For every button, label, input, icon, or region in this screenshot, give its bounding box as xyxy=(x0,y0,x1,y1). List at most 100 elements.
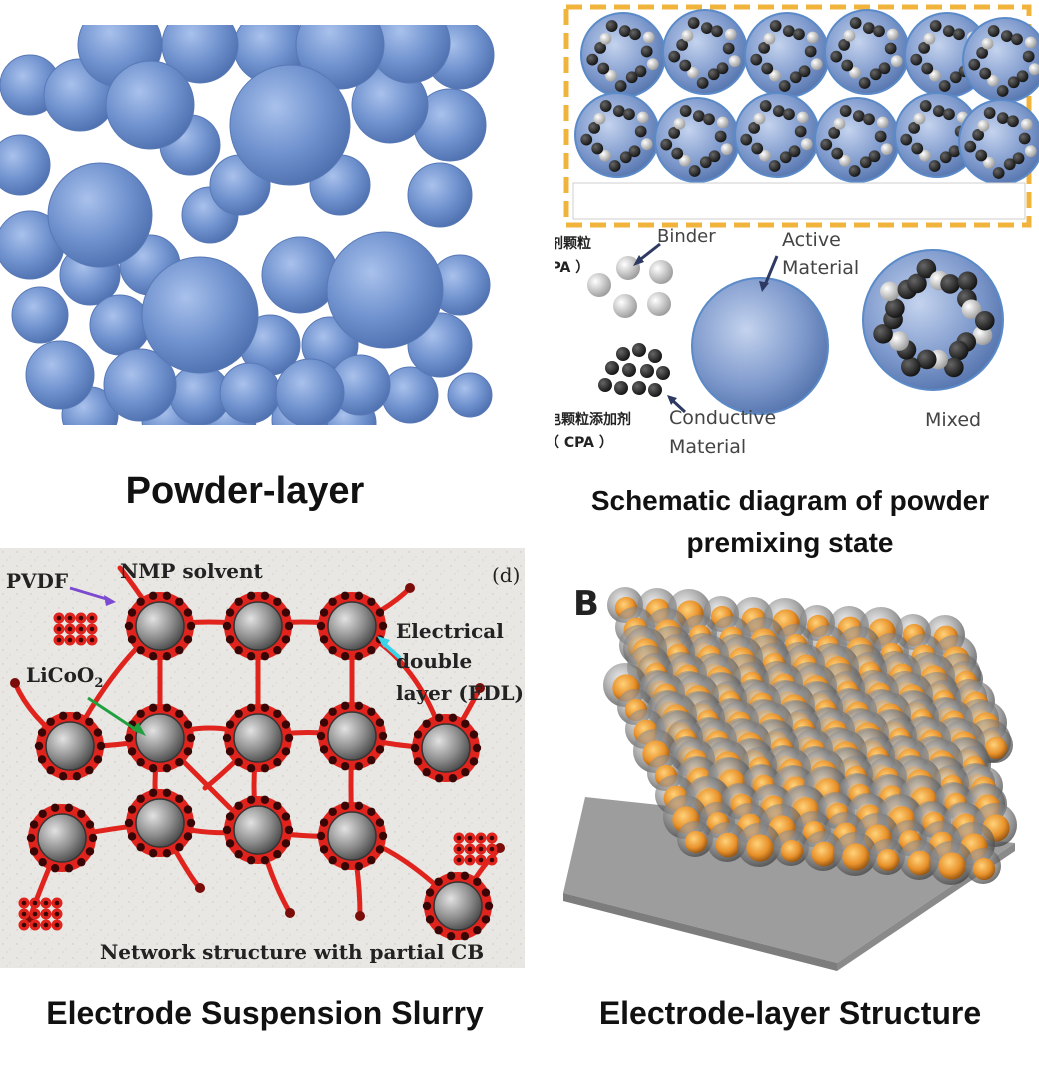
schematic-diagram: 粘结剂颗粒 Binder （ BPA ） Active Material 导电颗… xyxy=(521,4,1039,458)
licoo2-arrow xyxy=(87,696,139,733)
conductive-dot xyxy=(696,77,709,89)
conductive-dot xyxy=(919,100,932,112)
cb-dot xyxy=(448,713,458,722)
binder-dot xyxy=(919,149,931,162)
network-label: Network structure with partial CB xyxy=(100,940,484,964)
particle-core xyxy=(972,857,996,881)
cb-dot xyxy=(183,747,193,756)
schematic-caption-line2: premixing state xyxy=(686,527,894,558)
conductive-dot xyxy=(1016,70,1029,83)
binder-dot xyxy=(640,138,653,151)
conductive-dot xyxy=(953,28,965,41)
binder-dot xyxy=(1024,145,1037,158)
conductive-dot xyxy=(885,298,905,319)
conductive-dot xyxy=(1007,115,1019,128)
binder-dot xyxy=(977,119,990,132)
cb-dot xyxy=(225,839,235,848)
cb-dot xyxy=(319,635,329,644)
conductive-dot xyxy=(679,59,692,72)
conductive-dot xyxy=(769,20,782,32)
cb-dot xyxy=(186,818,196,828)
conductive-dot xyxy=(944,357,964,378)
cb-cluster-core xyxy=(467,857,473,863)
electrode-panel-letter: B xyxy=(573,584,599,624)
pvdf-arrow xyxy=(69,586,111,602)
conductive-dot xyxy=(793,28,805,41)
binder-dot xyxy=(673,117,686,130)
cb-dot xyxy=(29,847,39,856)
licoo2-particle xyxy=(327,811,377,861)
conductive-dot xyxy=(625,71,638,84)
cb-dot xyxy=(162,788,172,797)
cb-dot xyxy=(77,858,86,867)
conductive-dot xyxy=(908,122,921,134)
conductive-dot xyxy=(972,129,985,141)
conductive-dot xyxy=(761,62,774,75)
conductive-dot xyxy=(748,122,761,134)
conductive-dot xyxy=(623,108,635,121)
cb-dot xyxy=(273,597,282,606)
cpa-cn-label: 导电颗粒添加剂 xyxy=(555,411,631,428)
conductive-dot xyxy=(707,68,720,81)
licoo2-particle xyxy=(135,713,185,763)
cb-cluster-core xyxy=(78,637,84,643)
cb-cluster-core xyxy=(467,846,473,852)
conductive-dot xyxy=(974,310,995,331)
cb-dot xyxy=(148,703,158,712)
conductive-dot xyxy=(910,53,923,66)
cb-dot xyxy=(77,809,86,818)
conductive-dot xyxy=(699,156,712,169)
cb-cluster-core xyxy=(32,922,38,928)
cb-cluster-core xyxy=(43,911,49,917)
cb-dot xyxy=(475,683,485,693)
cb-dot xyxy=(340,801,350,810)
powder-sphere xyxy=(0,134,51,196)
cb-dot xyxy=(273,850,282,859)
conductive-dot xyxy=(782,25,795,38)
binder-dot xyxy=(679,154,691,167)
conductive-dot xyxy=(949,71,962,84)
conductive-dot xyxy=(772,105,785,118)
cb-dot xyxy=(472,743,482,753)
cb-dot xyxy=(175,646,184,655)
cb-dot xyxy=(93,755,103,764)
edl-label-line2: double xyxy=(396,649,472,673)
conductive-dot xyxy=(921,62,934,75)
powder-sphere xyxy=(326,231,444,349)
powder-sphere xyxy=(25,340,95,410)
cb-dot xyxy=(246,591,256,600)
cb-dot xyxy=(88,833,98,843)
conductive-dot xyxy=(964,140,977,153)
cb-dot xyxy=(93,728,103,737)
bpa-cn-label: 粘结剂颗粒 xyxy=(555,235,591,252)
powder-sphere xyxy=(261,236,339,314)
conductive-dot xyxy=(1011,33,1023,46)
conductive-dot xyxy=(983,107,996,119)
cb-dot xyxy=(355,911,365,921)
binder-dot xyxy=(599,149,611,162)
cb-dot xyxy=(473,877,482,886)
cb-dot xyxy=(460,871,470,880)
cb-dot xyxy=(367,856,376,865)
licoo2-particle xyxy=(233,805,283,855)
cb-dot xyxy=(246,795,256,804)
cb-dot xyxy=(340,652,350,661)
cb-cluster-core xyxy=(67,615,73,621)
cb-cluster-core xyxy=(456,835,462,841)
binder-dot xyxy=(716,116,729,129)
binder-dot xyxy=(833,117,846,130)
powder-layer-spheres xyxy=(0,0,495,450)
cb-dot xyxy=(340,762,350,771)
cb-dot xyxy=(175,758,184,767)
cb-cluster-core xyxy=(56,637,62,643)
conductive-dot xyxy=(798,65,811,78)
conductive-dot xyxy=(862,22,875,35)
cb-dot xyxy=(222,825,232,835)
licoo2-particle xyxy=(135,601,185,651)
conductive-dot xyxy=(676,39,689,51)
conductive-dot xyxy=(859,156,872,169)
conductive-dot xyxy=(716,62,729,75)
cb-dot xyxy=(434,713,444,722)
cb-cluster-core xyxy=(56,615,62,621)
cb-dot xyxy=(495,843,505,853)
